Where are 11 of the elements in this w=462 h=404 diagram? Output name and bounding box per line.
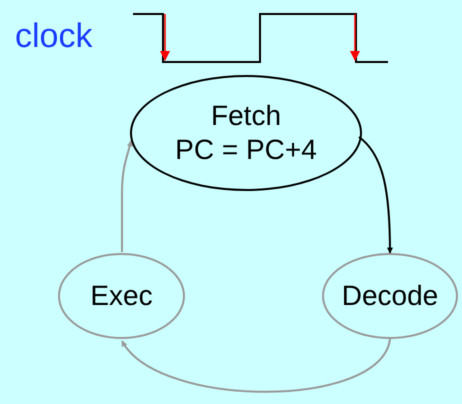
state-action: PC = PC+4: [175, 133, 317, 167]
state-ellipse: [130, 75, 362, 191]
signal-label: clock: [15, 16, 92, 56]
state-ellipse: [322, 253, 458, 339]
state-ellipse: [58, 253, 185, 339]
arrow: [358, 136, 393, 254]
state-name: Fetch: [210, 99, 282, 133]
arrow: [121, 140, 133, 252]
state-name: Decode: [342, 279, 438, 313]
arrow: [121, 338, 391, 393]
state-name: Exec: [90, 279, 153, 313]
